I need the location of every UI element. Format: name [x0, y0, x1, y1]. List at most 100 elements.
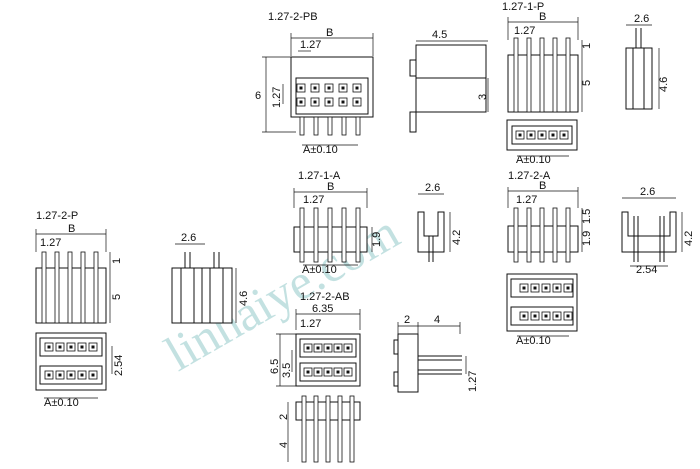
- part-ab-front-view: 1.27-2-AB 6.35 1.27 6.5 3.5 2 4: [269, 291, 361, 463]
- contact-hole: [566, 314, 570, 318]
- pin: [565, 207, 571, 263]
- part-ab-side-dim-b: 4: [434, 314, 440, 326]
- part-pb-dim-height: 6: [255, 90, 261, 102]
- part-a2-side-dim-row: 2.54: [636, 264, 657, 276]
- part-p2-dim-b: B: [68, 223, 75, 235]
- part-a2-dim-a: A±0.10: [516, 335, 551, 347]
- pin: [299, 207, 305, 263]
- pin: [327, 207, 333, 263]
- contact-hole: [336, 370, 340, 374]
- contact-hole: [69, 373, 73, 377]
- pin: [526, 207, 532, 263]
- contact-hole: [327, 100, 331, 104]
- contact-hole: [566, 286, 570, 290]
- part-ab-side-dim-a: 2: [404, 314, 410, 326]
- part-p2-dim-a: A±0.10: [44, 397, 79, 409]
- part-pb-dim-b: B: [326, 27, 333, 39]
- part-p2-dim-top: 1: [111, 258, 123, 264]
- contact-hole: [355, 86, 359, 90]
- contact-hole: [327, 86, 331, 90]
- part-p2-dim-row: 2.54: [113, 355, 125, 376]
- pin: [337, 395, 343, 463]
- contact-hole: [341, 86, 345, 90]
- contact-hole: [518, 133, 522, 137]
- contact-hole: [540, 133, 544, 137]
- part-pb-dim-row: 1.27: [271, 87, 283, 108]
- contact-hole: [544, 314, 548, 318]
- part-a1-front-view: 1.27-1-A B 1.27 1.9 A±0.10: [293, 170, 383, 276]
- contact-hole: [355, 100, 359, 104]
- pin: [313, 116, 319, 136]
- contact-hole: [522, 286, 526, 290]
- part-pb-dim-a: A±0.10: [303, 144, 338, 156]
- pin: [54, 251, 60, 324]
- part-ab-dim-inner: 3.5: [281, 363, 293, 378]
- part-p1-dim-a: A±0.10: [516, 154, 551, 166]
- pin: [301, 395, 307, 463]
- part-a2-front-view: 1.27-2-A B 1.27 1.9 1.5 A±0.10: [506, 170, 593, 347]
- contact-hole: [326, 370, 330, 374]
- pin: [355, 207, 361, 263]
- pin: [349, 395, 355, 463]
- part-pb-side-dim-width: 4.5: [432, 29, 447, 41]
- pin: [80, 251, 86, 324]
- contact-hole: [58, 373, 62, 377]
- part-p1-dim-b: B: [539, 11, 546, 23]
- pin: [93, 251, 99, 324]
- part-p1-side-dim-height: 4.6: [658, 77, 670, 92]
- contact-hole: [306, 370, 310, 374]
- part-a2-dim-height: 1.9: [581, 231, 593, 246]
- part-p1-dim-pitch: 1.27: [514, 25, 535, 37]
- pin: [41, 251, 47, 324]
- part-p1-front-view: 1.27-1-P B 1.27 1 5 A±0.10: [502, 1, 593, 166]
- part-p2-side-dim-width: 2.6: [181, 232, 196, 244]
- part-p1-dim-top: 1: [581, 43, 593, 49]
- pin: [552, 37, 558, 113]
- contact-hole: [336, 346, 340, 350]
- contact-hole: [91, 373, 95, 377]
- part-p1-title: 1.27-1-P: [502, 1, 544, 13]
- part-a1-side-dim-width: 2.6: [425, 182, 440, 194]
- part-a2-dim-b: B: [539, 180, 546, 192]
- contact-hole: [551, 133, 555, 137]
- part-p2-dim-height: 5: [111, 294, 123, 300]
- contact-hole: [80, 373, 84, 377]
- part-ab-dim-pitch: 1.27: [300, 318, 321, 330]
- pin: [67, 251, 73, 324]
- pin: [526, 37, 532, 113]
- part-ab-dim-pin-top: 2: [278, 414, 290, 420]
- part-a1-side-view: 2.6 4.2: [417, 182, 463, 262]
- part-p2-front-view: 1.27-2-P B 1.27 1 5 2.54 A±0.10: [35, 210, 125, 409]
- contact-hole: [346, 370, 350, 374]
- part-pb-dim-pitch: 1.27: [300, 39, 321, 51]
- part-p1-dim-height: 5: [581, 80, 593, 86]
- contact-hole: [47, 373, 51, 377]
- contact-hole: [326, 346, 330, 350]
- part-ab-dim-height: 6.5: [269, 359, 281, 374]
- contact-hole: [533, 314, 537, 318]
- part-a1-side-dim-height: 4.2: [451, 230, 463, 245]
- part-p1-side-view: 2.6 4.6: [625, 13, 670, 110]
- pin: [341, 207, 347, 263]
- contact-hole: [562, 133, 566, 137]
- part-ab-dim-pin-length: 4: [278, 442, 290, 448]
- part-a1-title: 1.27-1-A: [298, 170, 341, 182]
- pin: [355, 116, 361, 136]
- part-p2-side-dim-height: 4.6: [238, 291, 250, 306]
- part-a2-dim-pitch: 1.27: [516, 194, 537, 206]
- part-ab-side-dim-c: 1.27: [467, 371, 479, 392]
- pin: [539, 207, 545, 263]
- part-p2-title: 1.27-2-P: [36, 210, 78, 222]
- contact-hole: [313, 86, 317, 90]
- pin: [552, 207, 558, 263]
- contact-hole: [58, 345, 62, 349]
- pin: [565, 37, 571, 113]
- contact-hole: [306, 346, 310, 350]
- contact-hole: [313, 100, 317, 104]
- contact-hole: [555, 314, 559, 318]
- pin: [513, 207, 519, 263]
- part-pb-title: 1.27-2-PB: [268, 11, 318, 23]
- part-ab-dim-width: 6.35: [312, 303, 333, 315]
